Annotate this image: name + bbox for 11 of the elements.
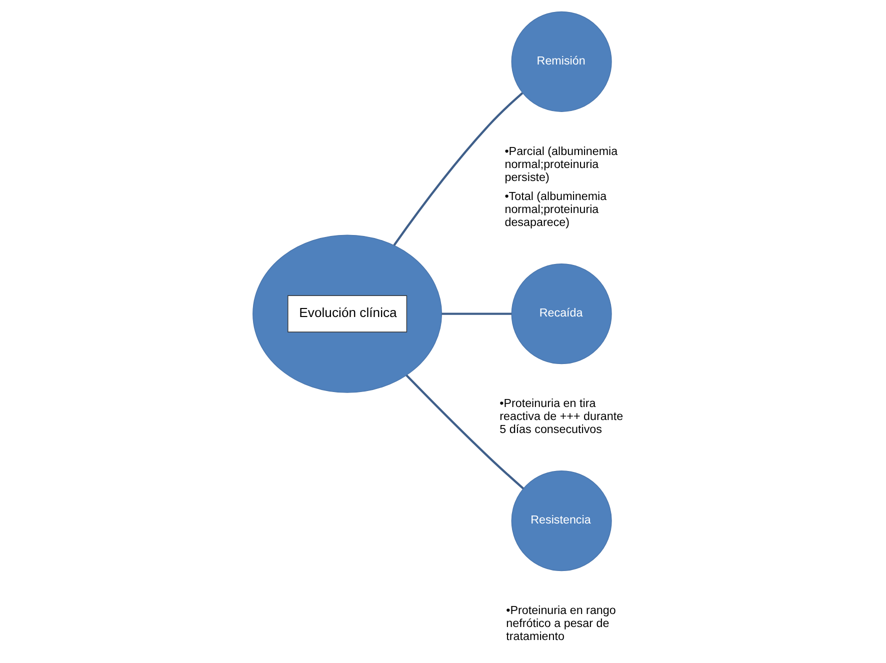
node-label: •Total (albuminemia normal;proteinuria desaparece) [504, 190, 606, 230]
node-circle: Resistencia [510, 470, 612, 572]
connector [392, 92, 523, 246]
node-ellipse: Evolución clínica [252, 234, 442, 393]
node-circle: Remisión [510, 11, 612, 112]
node-label: •Proteinuria en tira reactiva de +++ durante 5 días consecutivos [499, 396, 623, 436]
node-label: •Parcial (albuminemia normal;proteinuria persiste) [504, 144, 618, 184]
node-label: •Proteinuria en rango nefrótico a pesar de tratamiento [506, 604, 616, 644]
node-circle: Recaída [510, 264, 612, 364]
connector [441, 312, 512, 315]
connector [405, 374, 524, 490]
